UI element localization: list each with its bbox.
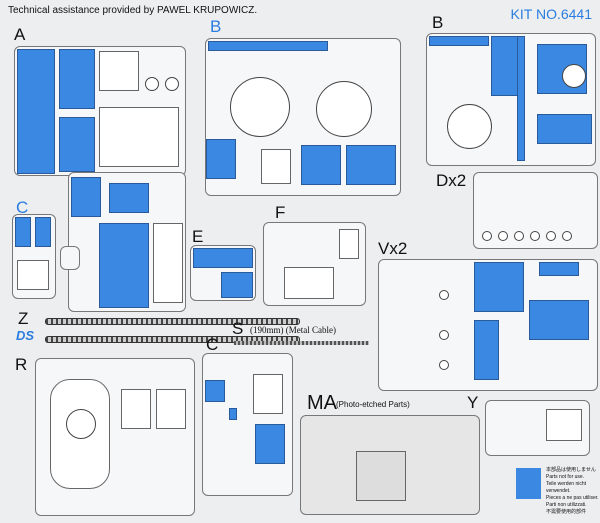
sprue-dx2 (473, 172, 598, 249)
sprue-b-second (426, 33, 596, 166)
sprue-y (485, 400, 590, 456)
legend-line: Pieces a ne pas utiliser. (546, 495, 599, 501)
sprue-dx2-label: Dx2 (436, 171, 467, 190)
sprue-z-label: Z (18, 309, 29, 328)
ma-note: (Photo-etched Parts) (336, 400, 410, 409)
s-note: (190mm) (Metal Cable) (250, 325, 336, 335)
sprue-e-label: E (192, 227, 204, 246)
sprue-f-label: F (275, 203, 286, 222)
sprue-b-first (205, 38, 401, 196)
sprue-a-label: A (14, 25, 26, 44)
sprue-c-first (12, 214, 56, 299)
track-upper (45, 318, 300, 325)
sprue-a (14, 46, 186, 176)
sprue-vx2 (378, 259, 598, 391)
sprue-vx2-label: Vx2 (378, 239, 408, 258)
ds-logo: DS (16, 328, 35, 343)
kit-number: KIT NO.6441 (510, 6, 592, 22)
credit-text: Technical assistance provided by PAWEL K… (8, 5, 258, 16)
sprue-y-label: Y (467, 393, 479, 412)
sprue-b-blue-label: B (210, 17, 222, 36)
metal-cable (234, 341, 369, 345)
sprue-c-second (202, 353, 293, 496)
legend-line: Parts not for use. (546, 474, 585, 480)
legend-text: 本部品は使用しません Parts not for use. Teile werd… (546, 467, 600, 516)
sprue-e (190, 245, 256, 301)
sprue-r-label: R (15, 355, 28, 374)
sprue-ma-label: MA (307, 392, 337, 414)
legend-line: 本部品は使用しません (546, 467, 596, 473)
sprue-c-blue-label: C (16, 198, 29, 217)
small-part (60, 246, 80, 270)
sprue-f (263, 222, 366, 306)
sprue-a-lower (68, 172, 186, 312)
legend-line: Teile werden nicht verwendet. (546, 481, 587, 494)
sprue-c-label: C (206, 335, 219, 354)
sprue-r (35, 358, 195, 516)
sprue-ma (300, 415, 480, 515)
legend-line: Parti non utilizzati. (546, 502, 587, 508)
legend-line: 不需要使用的部件 (546, 509, 587, 515)
legend-swatch (516, 468, 541, 499)
sprue-s-label: S (232, 319, 244, 338)
track-lower (45, 336, 300, 343)
sprue-b-label: B (432, 13, 444, 32)
